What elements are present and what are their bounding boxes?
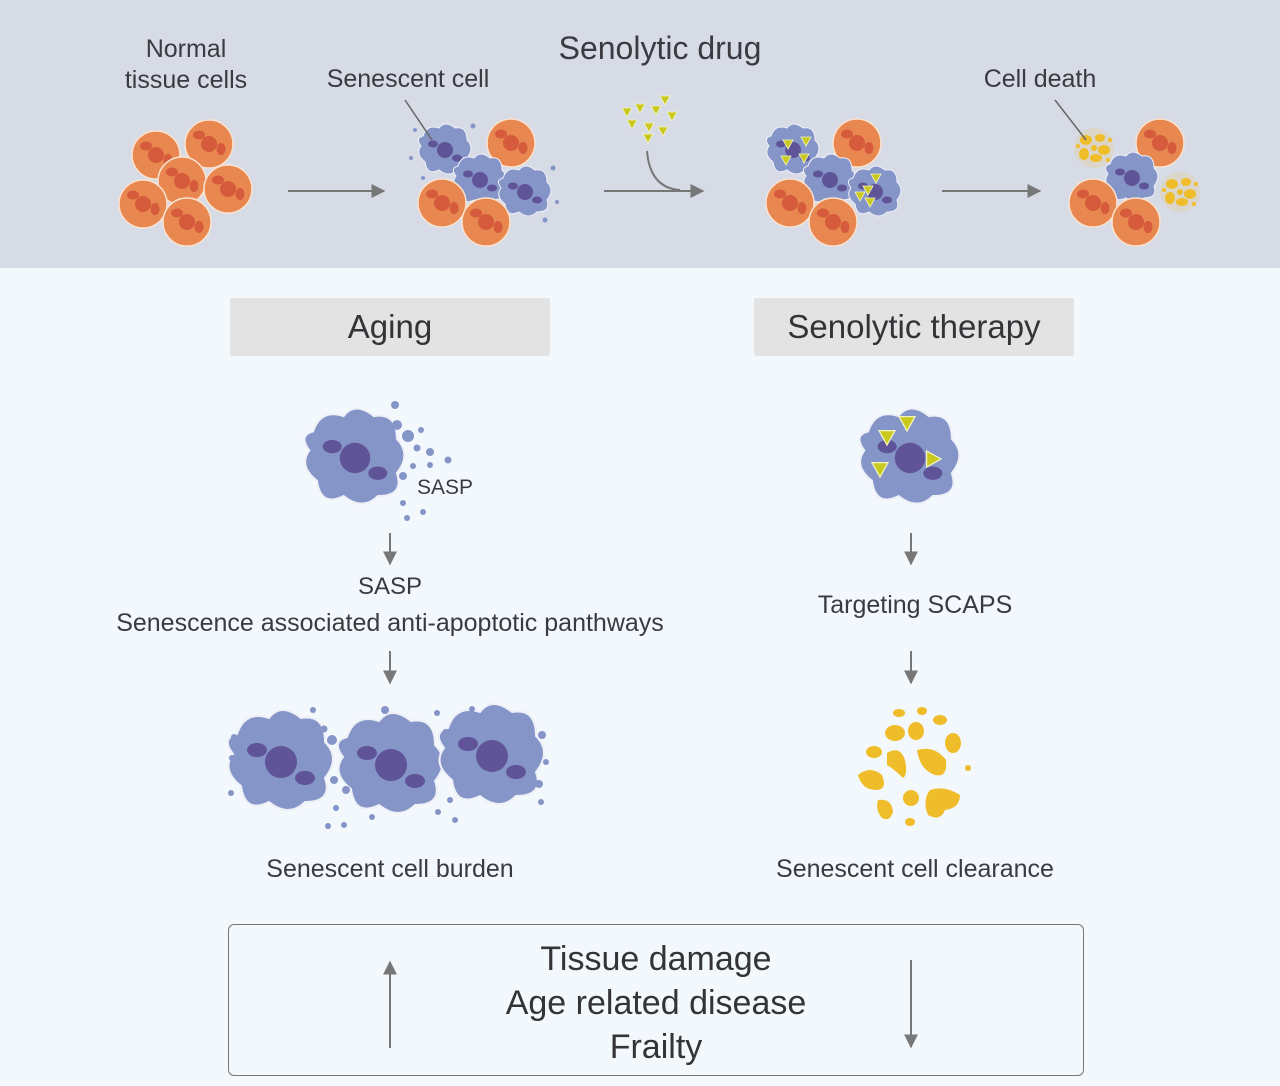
normal-label-line1: Normal	[145, 35, 227, 63]
outcome-item: Age related disease	[505, 984, 807, 1022]
outcomes-box: Tissue damage Age related disease Frailt…	[228, 924, 1084, 1076]
aging-title: Aging	[347, 308, 433, 345]
drug-curved-arrow	[646, 150, 681, 191]
senescent-cell-clearance-label: Senescent cell clearance	[776, 855, 1054, 883]
senolytic-drug-label: Senolytic drug	[558, 30, 762, 66]
drug-treated-cluster	[765, 118, 902, 247]
outcome-item: Tissue damage	[540, 940, 772, 978]
senolytic-drug-particles	[621, 95, 678, 144]
senescent-cell-burden-graphic	[226, 703, 549, 829]
normal-label-line2: tissue cells	[124, 66, 248, 94]
outcome-item: Frailty	[609, 1028, 703, 1066]
targeting-scaps-label: Targeting SCAPS	[817, 591, 1013, 619]
cleared-cell-fragments	[858, 707, 971, 826]
sasp-cell-label: SASP	[416, 476, 474, 499]
senescent-pointer-line	[404, 99, 433, 141]
senescent-cell-burden-label: Senescent cell burden	[266, 855, 514, 883]
therapy-title: Senolytic therapy	[787, 308, 1041, 345]
normal-tissue-cells-label: Normal tissue cells	[96, 34, 276, 96]
aging-header: Aging	[230, 298, 550, 356]
aging-step-sasp: SASP	[357, 573, 423, 600]
aging-senescent-cell	[303, 407, 406, 505]
cell-death-pointer-line	[1054, 99, 1087, 141]
cell-death-label: Cell death	[983, 65, 1097, 93]
outcomes-list: Tissue damage Age related disease Frailt…	[229, 937, 1083, 1069]
senescent-cell-label: Senescent cell	[326, 65, 490, 93]
senolytic-therapy-header: Senolytic therapy	[754, 298, 1074, 356]
normal-cell-cluster	[118, 119, 253, 247]
cell-death-cluster	[1054, 99, 1200, 247]
senescent-cell-cluster	[404, 99, 559, 247]
sasp-particles	[391, 401, 452, 521]
aging-step-pathways: Senescence associated anti-apoptotic pan…	[116, 609, 664, 637]
